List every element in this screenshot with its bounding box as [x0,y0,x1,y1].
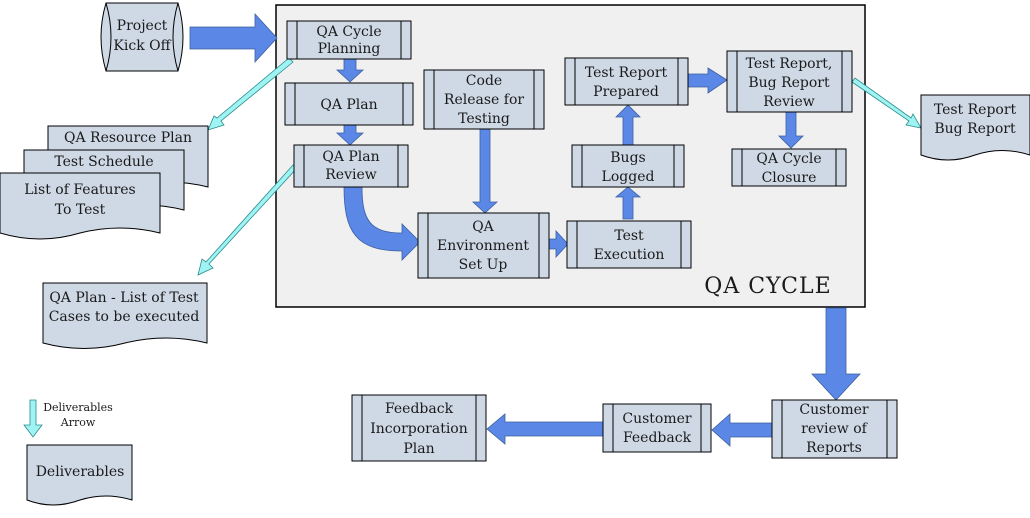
arrow-code-to-environment [471,128,499,214]
legend-deliverables-doc: Deliverables [26,444,133,506]
documents: QA Resource Plan Test Schedule List of F… [0,94,1030,506]
svg-text:Deliverables: Deliverables [36,464,125,480]
arrow-execution-to-bugs [614,186,642,220]
arrow-planning-to-plan [335,58,365,83]
arrow-environment-to-execution [548,229,569,259]
arrow-bugs-to-report [615,104,641,146]
flow-arrows [189,12,861,447]
qa-cycle-panel-label: QA CYCLE [704,274,831,299]
deliverable-arrow-review [197,164,298,276]
arrow-plan-to-review [335,124,365,146]
deliverable-arrow-planning [207,57,294,131]
svg-text:Test Schedule: Test Schedule [54,154,153,170]
kickoff-line-2: Kick Off [113,38,171,54]
deliverable-arrow-report [851,77,922,129]
arrow-panel-to-customer-review [811,307,861,401]
arrow-feedback-to-plan [486,413,604,445]
deliverable-arrows [23,57,922,438]
step-qa-plan: QA Plan [284,82,414,126]
arrow-review-to-closure [778,111,804,149]
arrow-report-to-review [687,67,728,94]
arrow-review-to-feedback [711,413,773,447]
kickoff-line-1: Project [117,18,168,34]
svg-text:QA Resource Plan: QA Resource Plan [64,130,192,146]
arrow-kickoff-to-planning [189,12,278,64]
svg-text:QA Plan: QA Plan [320,97,377,113]
legend-deliverable-arrow [23,399,43,438]
arrow-review-to-environment [343,186,421,261]
